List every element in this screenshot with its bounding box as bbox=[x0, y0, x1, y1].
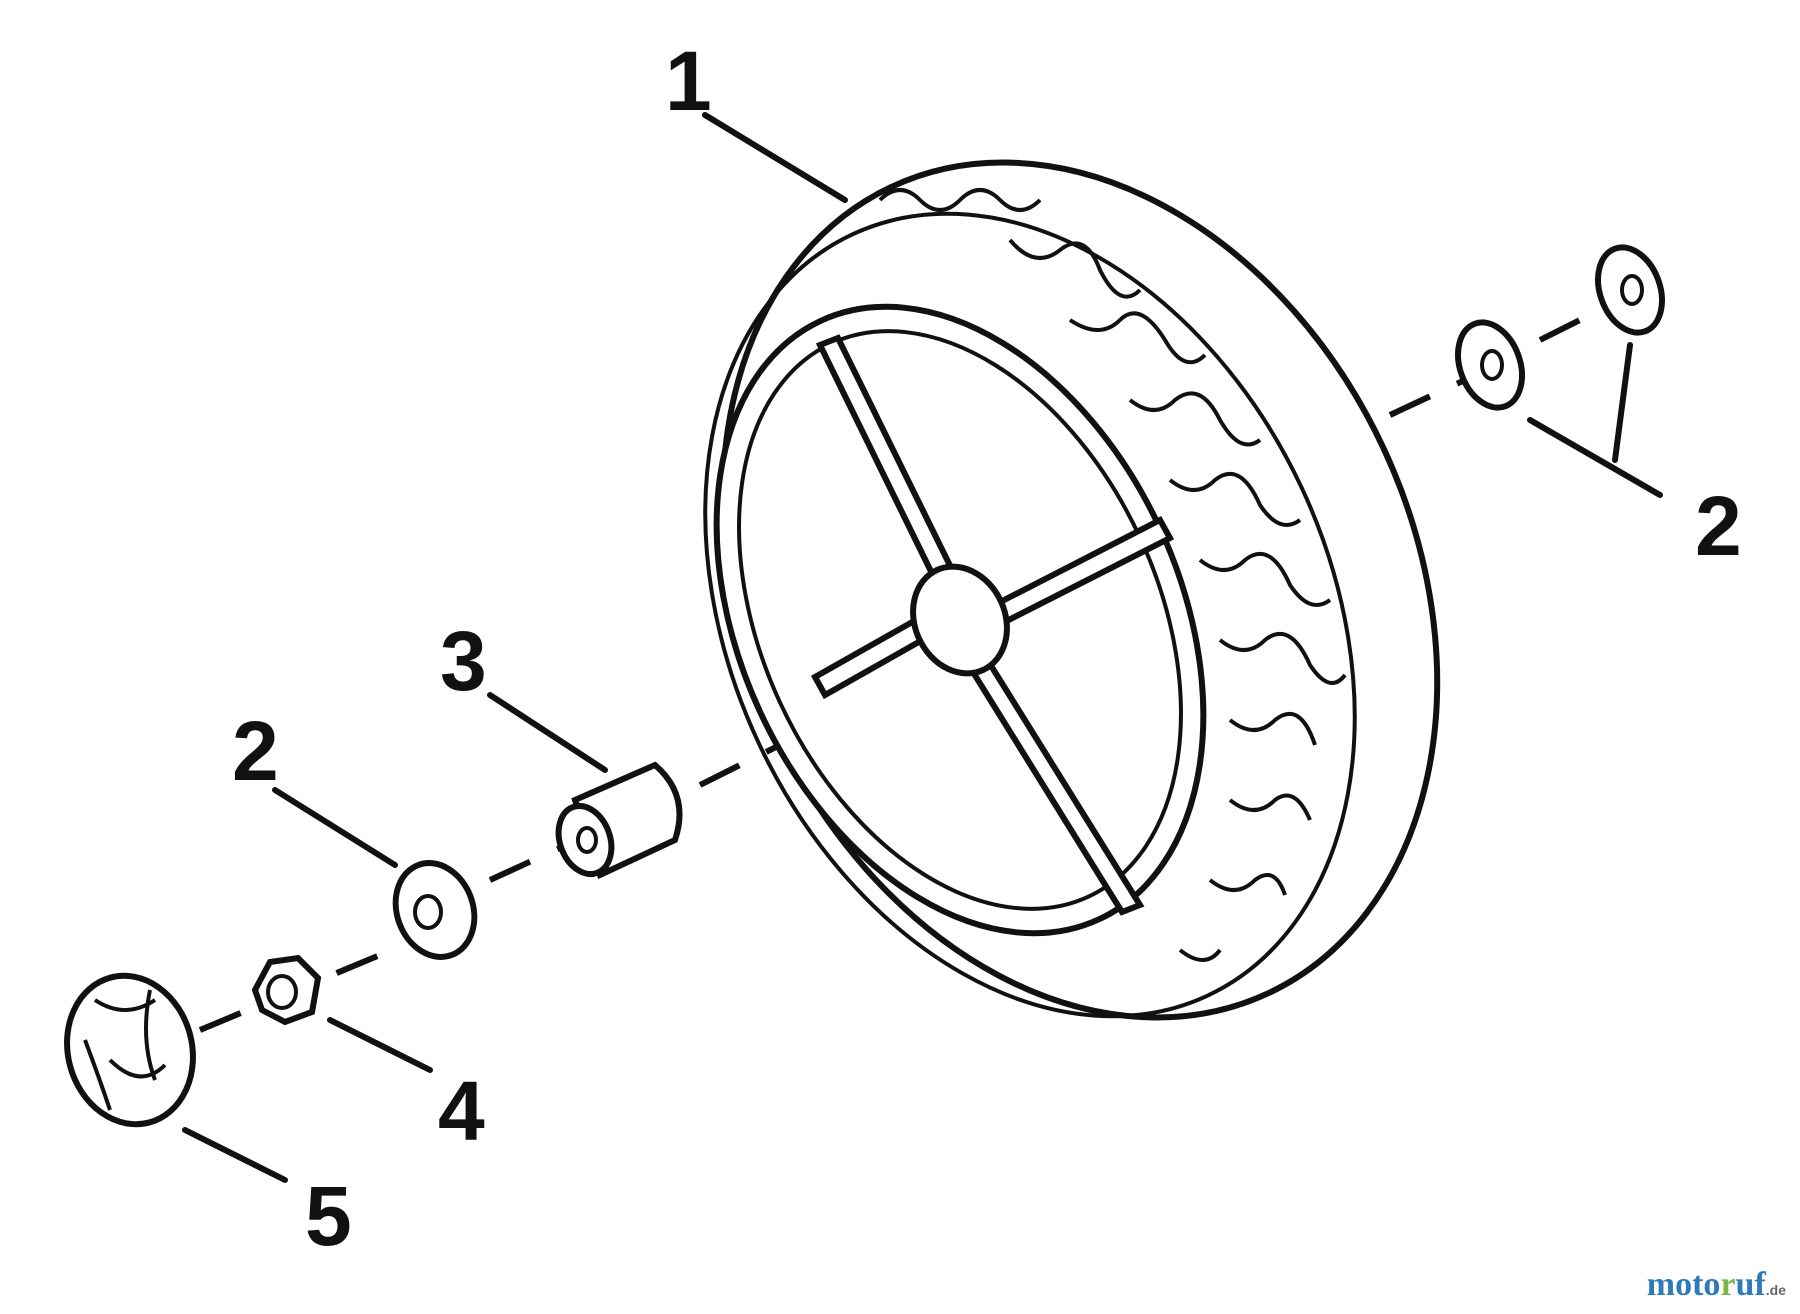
leader-3 bbox=[487, 692, 608, 773]
watermark-tld: .de bbox=[1765, 1282, 1786, 1298]
watermark-text-1: moto bbox=[1646, 1266, 1721, 1303]
cap-part bbox=[64, 972, 196, 1128]
callout-2-right: 2 bbox=[1695, 479, 1742, 573]
tread-pattern bbox=[878, 188, 1347, 962]
callout-5: 5 bbox=[305, 1169, 352, 1263]
spacer-right-pair bbox=[1455, 244, 1665, 411]
watermark-text-2: r bbox=[1720, 1266, 1736, 1303]
nut-part bbox=[251, 954, 322, 1026]
watermark-text-3: uf bbox=[1735, 1266, 1766, 1303]
watermark-logo: motoruf.de bbox=[1647, 1266, 1786, 1304]
leader-1 bbox=[702, 112, 848, 203]
leader-2-left bbox=[272, 787, 398, 868]
callout-4: 4 bbox=[438, 1064, 485, 1158]
callout-2-left: 2 bbox=[232, 704, 279, 798]
callout-1: 1 bbox=[665, 34, 712, 128]
spacer-left bbox=[392, 860, 478, 960]
leader-4 bbox=[327, 1017, 433, 1073]
wheel-part bbox=[703, 159, 1441, 1021]
leader-5 bbox=[182, 1127, 288, 1183]
bushing-part bbox=[555, 761, 683, 880]
callout-3: 3 bbox=[440, 614, 487, 708]
leader-2-right bbox=[1527, 342, 1663, 498]
